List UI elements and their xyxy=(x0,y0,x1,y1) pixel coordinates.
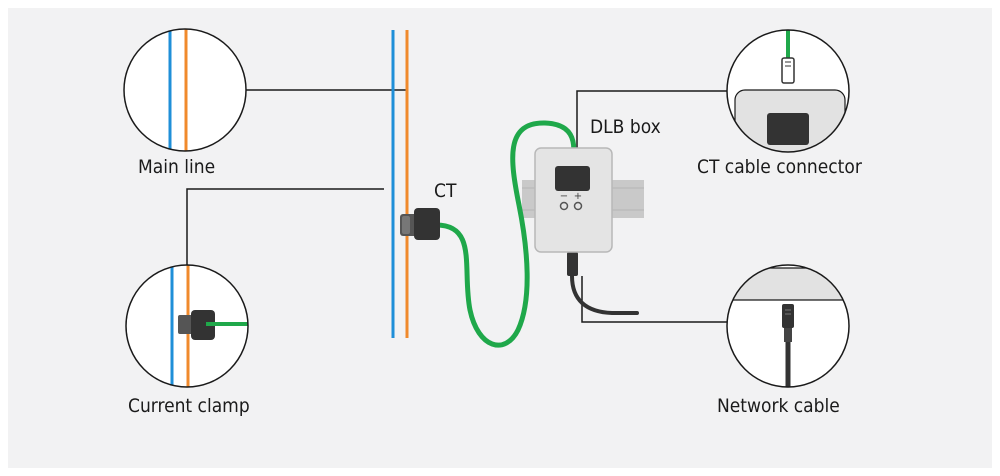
ct-clamp-body xyxy=(414,208,440,240)
current-clamp-back xyxy=(178,315,194,334)
network-rj45-plug xyxy=(782,304,794,328)
main-line-detail xyxy=(123,28,247,152)
network-box-underside xyxy=(727,267,849,301)
network-cable xyxy=(567,252,639,315)
leader-lines xyxy=(186,89,735,323)
ct-cable-connector-label: CT cable connector xyxy=(697,156,862,178)
ct-cable-connector-detail xyxy=(726,29,850,153)
main-line-wires xyxy=(391,30,409,338)
dlb-box-body xyxy=(534,147,613,253)
leader-current-clamp xyxy=(186,188,384,265)
ct-label: CT xyxy=(434,180,457,202)
current-clamp-circle-border xyxy=(125,264,249,388)
main-line-label: Main line xyxy=(138,156,216,178)
current-clamp-label: Current clamp xyxy=(128,395,250,417)
dlb-box: − + xyxy=(534,147,613,253)
dlb-box-plus-sign: + xyxy=(574,191,582,202)
dlb-box-minus-button xyxy=(559,201,569,211)
dlb-box-minus-sign: − xyxy=(560,191,568,202)
ct-connector-plug xyxy=(781,57,795,84)
dlb-box-display xyxy=(555,166,590,191)
ct-green-cable xyxy=(433,120,577,348)
network-cable-label: Network cable xyxy=(717,395,840,417)
network-cable-wire xyxy=(570,274,639,315)
network-circle-border xyxy=(726,264,850,388)
dlb-box-plus-button xyxy=(573,201,583,211)
network-cable-boot xyxy=(784,328,792,342)
current-clamp-detail xyxy=(125,264,249,388)
network-cable-detail xyxy=(726,264,850,388)
network-cable-plug xyxy=(567,252,578,276)
main-line-circle-border xyxy=(123,28,247,152)
current-clamp-body xyxy=(191,310,215,340)
ct-connector-circle-border xyxy=(726,29,850,153)
ct-clamp xyxy=(400,208,440,240)
leader-ct-connector xyxy=(576,90,727,148)
ct-connector-socket xyxy=(767,113,809,145)
ct-clamp-highlight xyxy=(402,216,410,234)
leader-network-cable xyxy=(581,276,735,323)
dlb-box-label: DLB box xyxy=(590,116,661,138)
